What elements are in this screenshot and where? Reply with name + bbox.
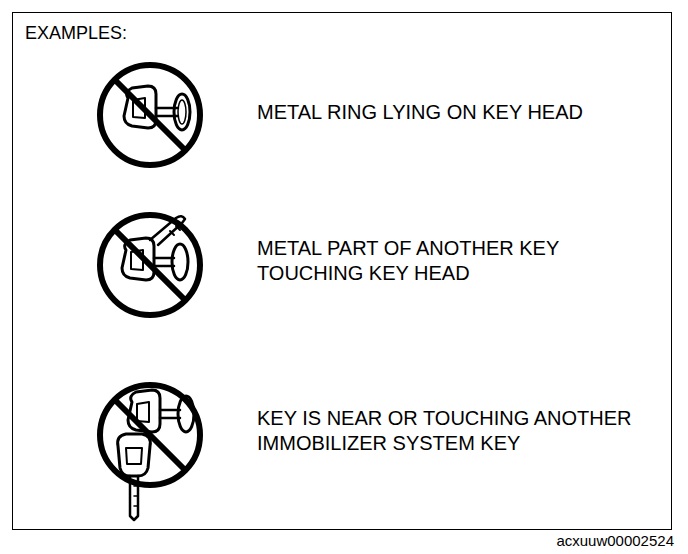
two-keys-icon xyxy=(100,385,200,520)
warning-text: METAL PART OF ANOTHER KEY TOUCHING KEY H… xyxy=(257,236,567,286)
warning-text: METAL RING LYING ON KEY HEAD xyxy=(257,100,657,125)
warning-text: KEY IS NEAR OR TOUCHING ANOTHER IMMOBILI… xyxy=(257,406,669,456)
ring-on-key-icon xyxy=(100,65,200,165)
examples-frame: EXAMPLES: METAL RING LYING ON KEY HEAD MET… xyxy=(12,12,672,530)
key-touching-key-icon xyxy=(100,215,200,315)
figure-code: acxuuw00002524 xyxy=(556,532,674,549)
frame-heading: EXAMPLES: xyxy=(25,21,225,46)
